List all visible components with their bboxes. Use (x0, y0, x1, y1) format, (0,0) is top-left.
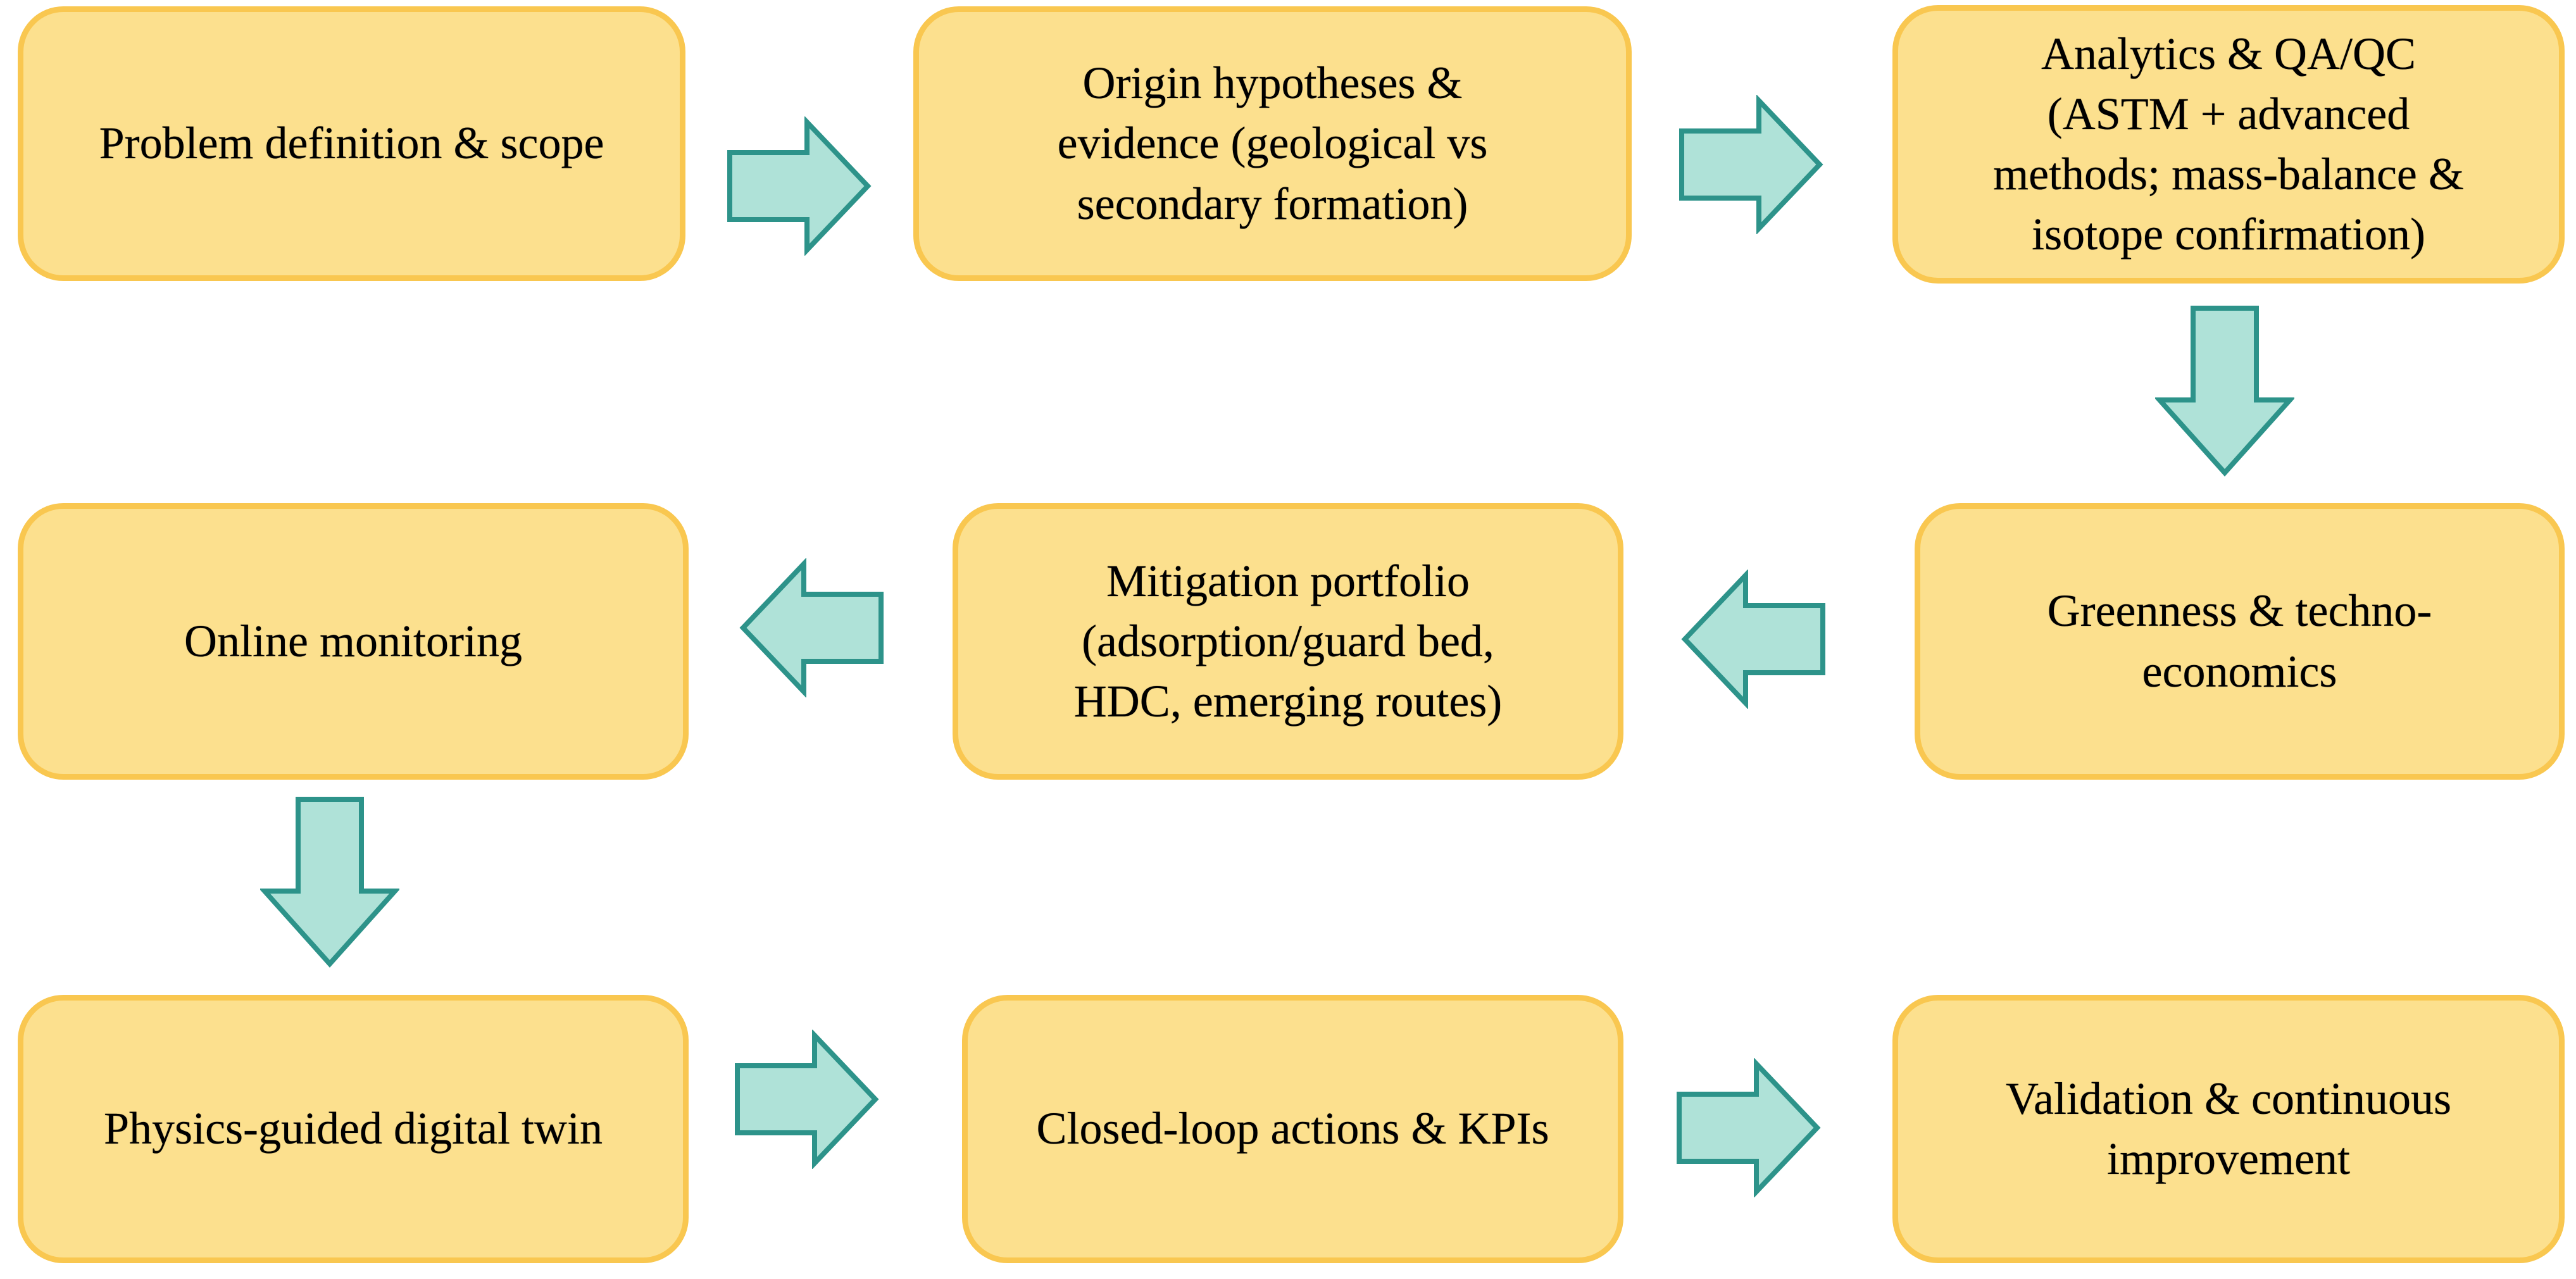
box-mitigation-portfolio-label: Mitigation portfolio (adsorption/guard b… (1073, 555, 1503, 727)
box-validation-improvement-label: Validation & continuous improvement (2006, 1073, 2451, 1184)
arrow-right-icon (1677, 1058, 1821, 1197)
box-digital-twin-label: Physics-guided digital twin (104, 1103, 603, 1154)
box-mitigation-portfolio: Mitigation portfolio (adsorption/guard b… (953, 503, 1623, 780)
box-validation-improvement: Validation & continuous improvement (1892, 995, 2565, 1263)
arrow-right-icon (735, 1030, 879, 1169)
box-online-monitoring-label: Online monitoring (184, 615, 522, 666)
box-origin-hypotheses-label: Origin hypotheses & evidence (geological… (1057, 58, 1488, 229)
box-origin-hypotheses: Origin hypotheses & evidence (geological… (913, 6, 1632, 281)
box-digital-twin: Physics-guided digital twin (18, 995, 689, 1263)
arrow-down-icon (260, 797, 399, 968)
box-greenness-economics: Greenness & techno- economics (1915, 503, 2565, 780)
arrow-left-icon (739, 558, 884, 697)
box-analytics-qaqc: Analytics & QA/QC (ASTM + advanced metho… (1892, 5, 2565, 284)
box-analytics-qaqc-label: Analytics & QA/QC (ASTM + advanced metho… (1993, 28, 2464, 260)
box-closed-loop-actions: Closed-loop actions & KPIs (962, 995, 1623, 1263)
box-greenness-economics-label: Greenness & techno- economics (2047, 585, 2432, 697)
arrow-right-icon (1679, 95, 1823, 234)
box-online-monitoring: Online monitoring (18, 503, 689, 780)
box-closed-loop-actions-label: Closed-loop actions & KPIs (1036, 1103, 1549, 1154)
arrow-right-icon (727, 116, 872, 256)
box-problem-definition-label: Problem definition & scope (99, 118, 604, 169)
arrow-left-icon (1681, 570, 1825, 709)
arrow-down-icon (2155, 306, 2294, 477)
box-problem-definition: Problem definition & scope (18, 6, 685, 281)
